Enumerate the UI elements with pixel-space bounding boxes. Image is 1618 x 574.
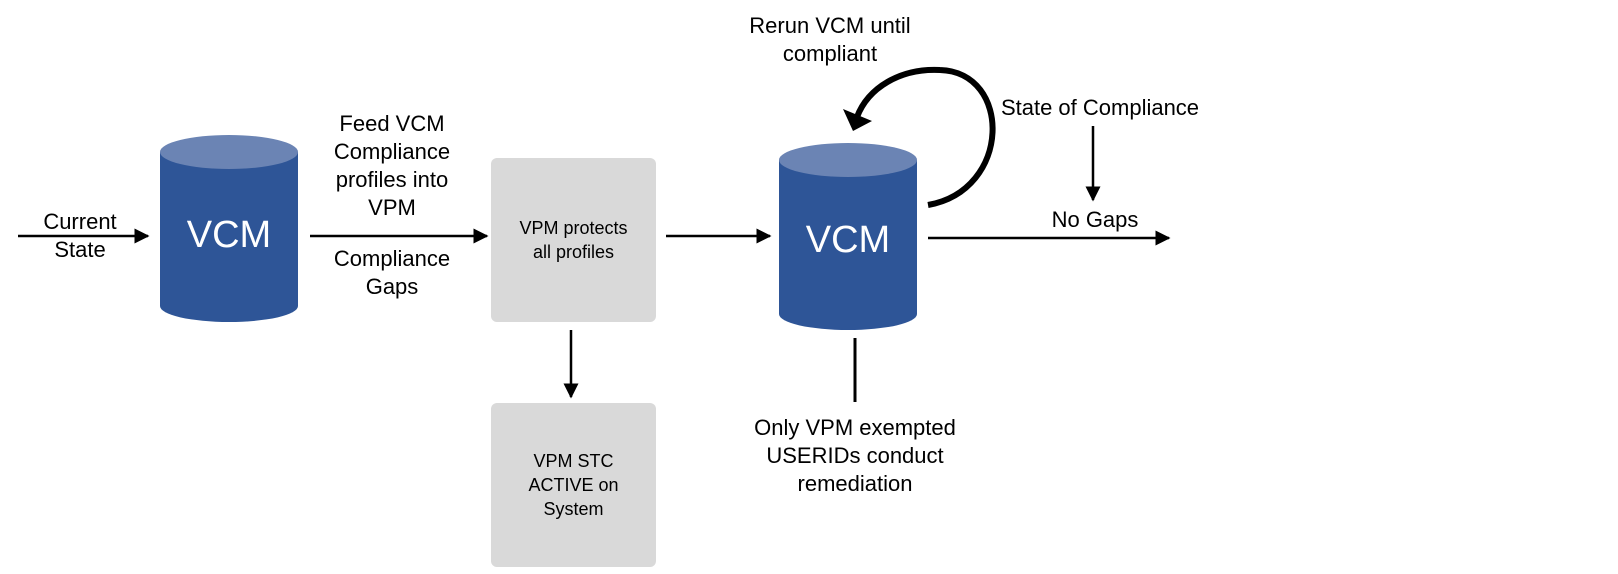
- only-vpm-exempted-label: Only VPM exempted USERIDs conduct remedi…: [754, 415, 956, 496]
- rerun-loop-arrowhead: [843, 109, 872, 131]
- feed-vcm-label: Feed VCM Compliance profiles into VPM: [333, 111, 451, 220]
- rerun-loop-arrow: [854, 66, 996, 208]
- state-of-compliance-label: State of Compliance: [1000, 95, 1200, 120]
- vcm-right-cylinder: [779, 143, 917, 330]
- vpm-stc-box: VPM STC ACTIVE on System: [491, 403, 656, 567]
- vcm-right-label: VCM: [805, 219, 891, 261]
- current-state-label: Current State: [43, 209, 117, 262]
- compliance-gaps-label: Compliance Gaps: [333, 246, 451, 299]
- vpm-stc-text: VPM STC ACTIVE on System: [528, 451, 619, 519]
- vcm-left-cylinder: [160, 135, 298, 322]
- no-gaps-label: No Gaps: [1051, 207, 1139, 232]
- rerun-vcm-label: Rerun VCM until compliant: [749, 13, 911, 66]
- vpm-protects-text: VPM protects all profiles: [519, 218, 628, 262]
- vpm-protects-box: VPM protects all profiles: [491, 158, 656, 322]
- vcm-left-label: VCM: [186, 214, 272, 256]
